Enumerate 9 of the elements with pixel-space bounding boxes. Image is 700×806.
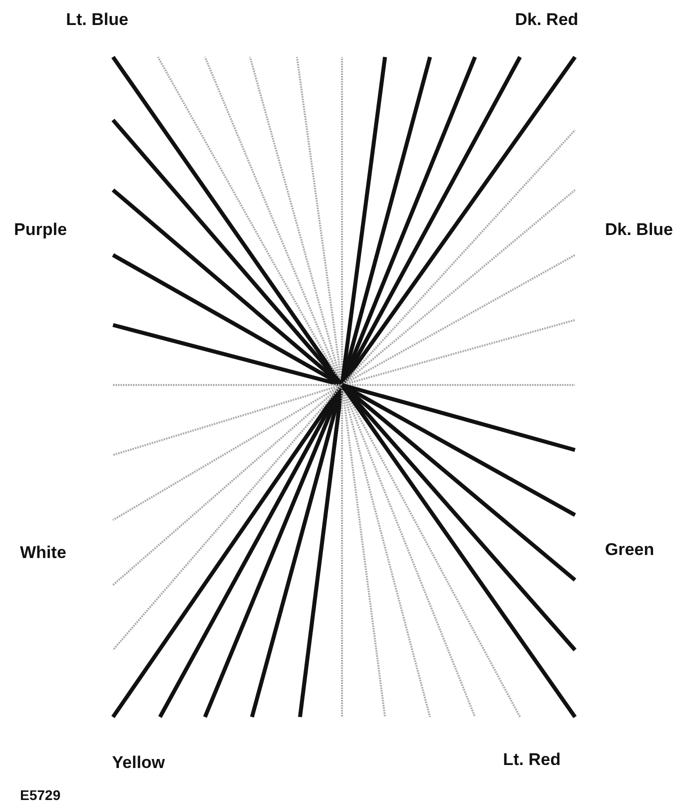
color-label: Purple [14,220,67,240]
color-label: Dk. Red [515,10,578,30]
color-label: Lt. Blue [66,10,128,30]
color-label: White [20,543,66,563]
color-label: Lt. Red [503,750,561,770]
color-label: Dk. Blue [605,220,674,240]
color-label: Yellow [112,753,165,773]
figure-number: E5729 [20,787,60,803]
color-label: Green [605,540,654,560]
